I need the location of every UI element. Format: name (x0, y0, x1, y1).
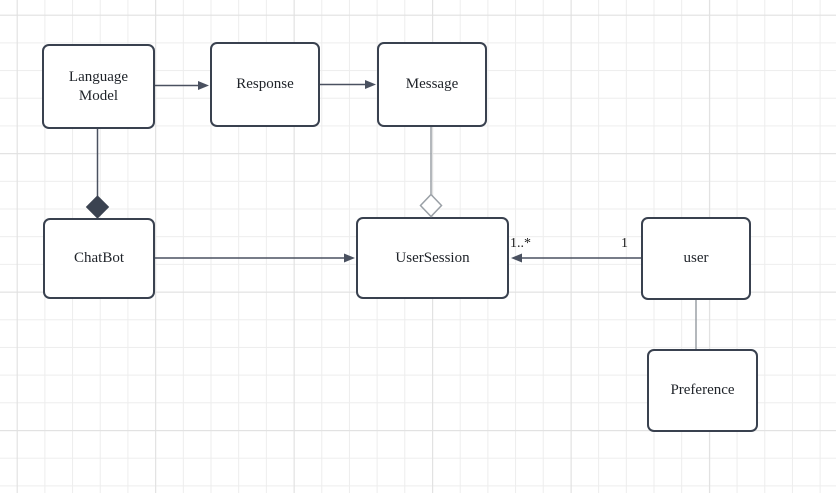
edge-response-message[interactable] (320, 80, 376, 89)
node-preference-label: Preference (670, 382, 735, 399)
node-message[interactable]: Message (377, 42, 487, 127)
arrowhead-right-icon (344, 253, 355, 263)
edge-user-usersession[interactable] (511, 253, 641, 263)
arrowhead-right-icon (198, 81, 209, 90)
node-response[interactable]: Response (210, 42, 320, 127)
multiplicity-label-one-to-many[interactable]: 1..* (510, 236, 531, 251)
node-response-label: Response (236, 76, 294, 93)
node-user-label: user (683, 250, 709, 267)
arrowhead-right-icon (365, 80, 376, 89)
aggregation-diamond-icon (419, 193, 443, 218)
node-user-session-label: UserSession (395, 249, 470, 266)
edge-languagemodel-chatbot-composition[interactable] (85, 129, 110, 219)
arrowhead-left-icon (511, 253, 522, 263)
node-user-session[interactable]: UserSession (356, 217, 509, 299)
node-language-model-label: Language Model (68, 68, 129, 104)
edge-message-usersession-aggregation[interactable] (419, 127, 443, 218)
node-chatbot-label: ChatBot (73, 250, 124, 267)
composition-diamond-icon (85, 195, 110, 219)
node-preference[interactable]: Preference (647, 349, 758, 432)
edge-languagemodel-response[interactable] (155, 81, 209, 90)
node-language-model[interactable]: Language Model (42, 44, 155, 129)
edge-chatbot-usersession[interactable] (155, 253, 355, 263)
node-message-label: Message (405, 76, 459, 93)
node-user[interactable]: user (641, 217, 751, 300)
multiplicity-label-one[interactable]: 1 (621, 236, 628, 251)
node-chatbot[interactable]: ChatBot (43, 218, 155, 299)
